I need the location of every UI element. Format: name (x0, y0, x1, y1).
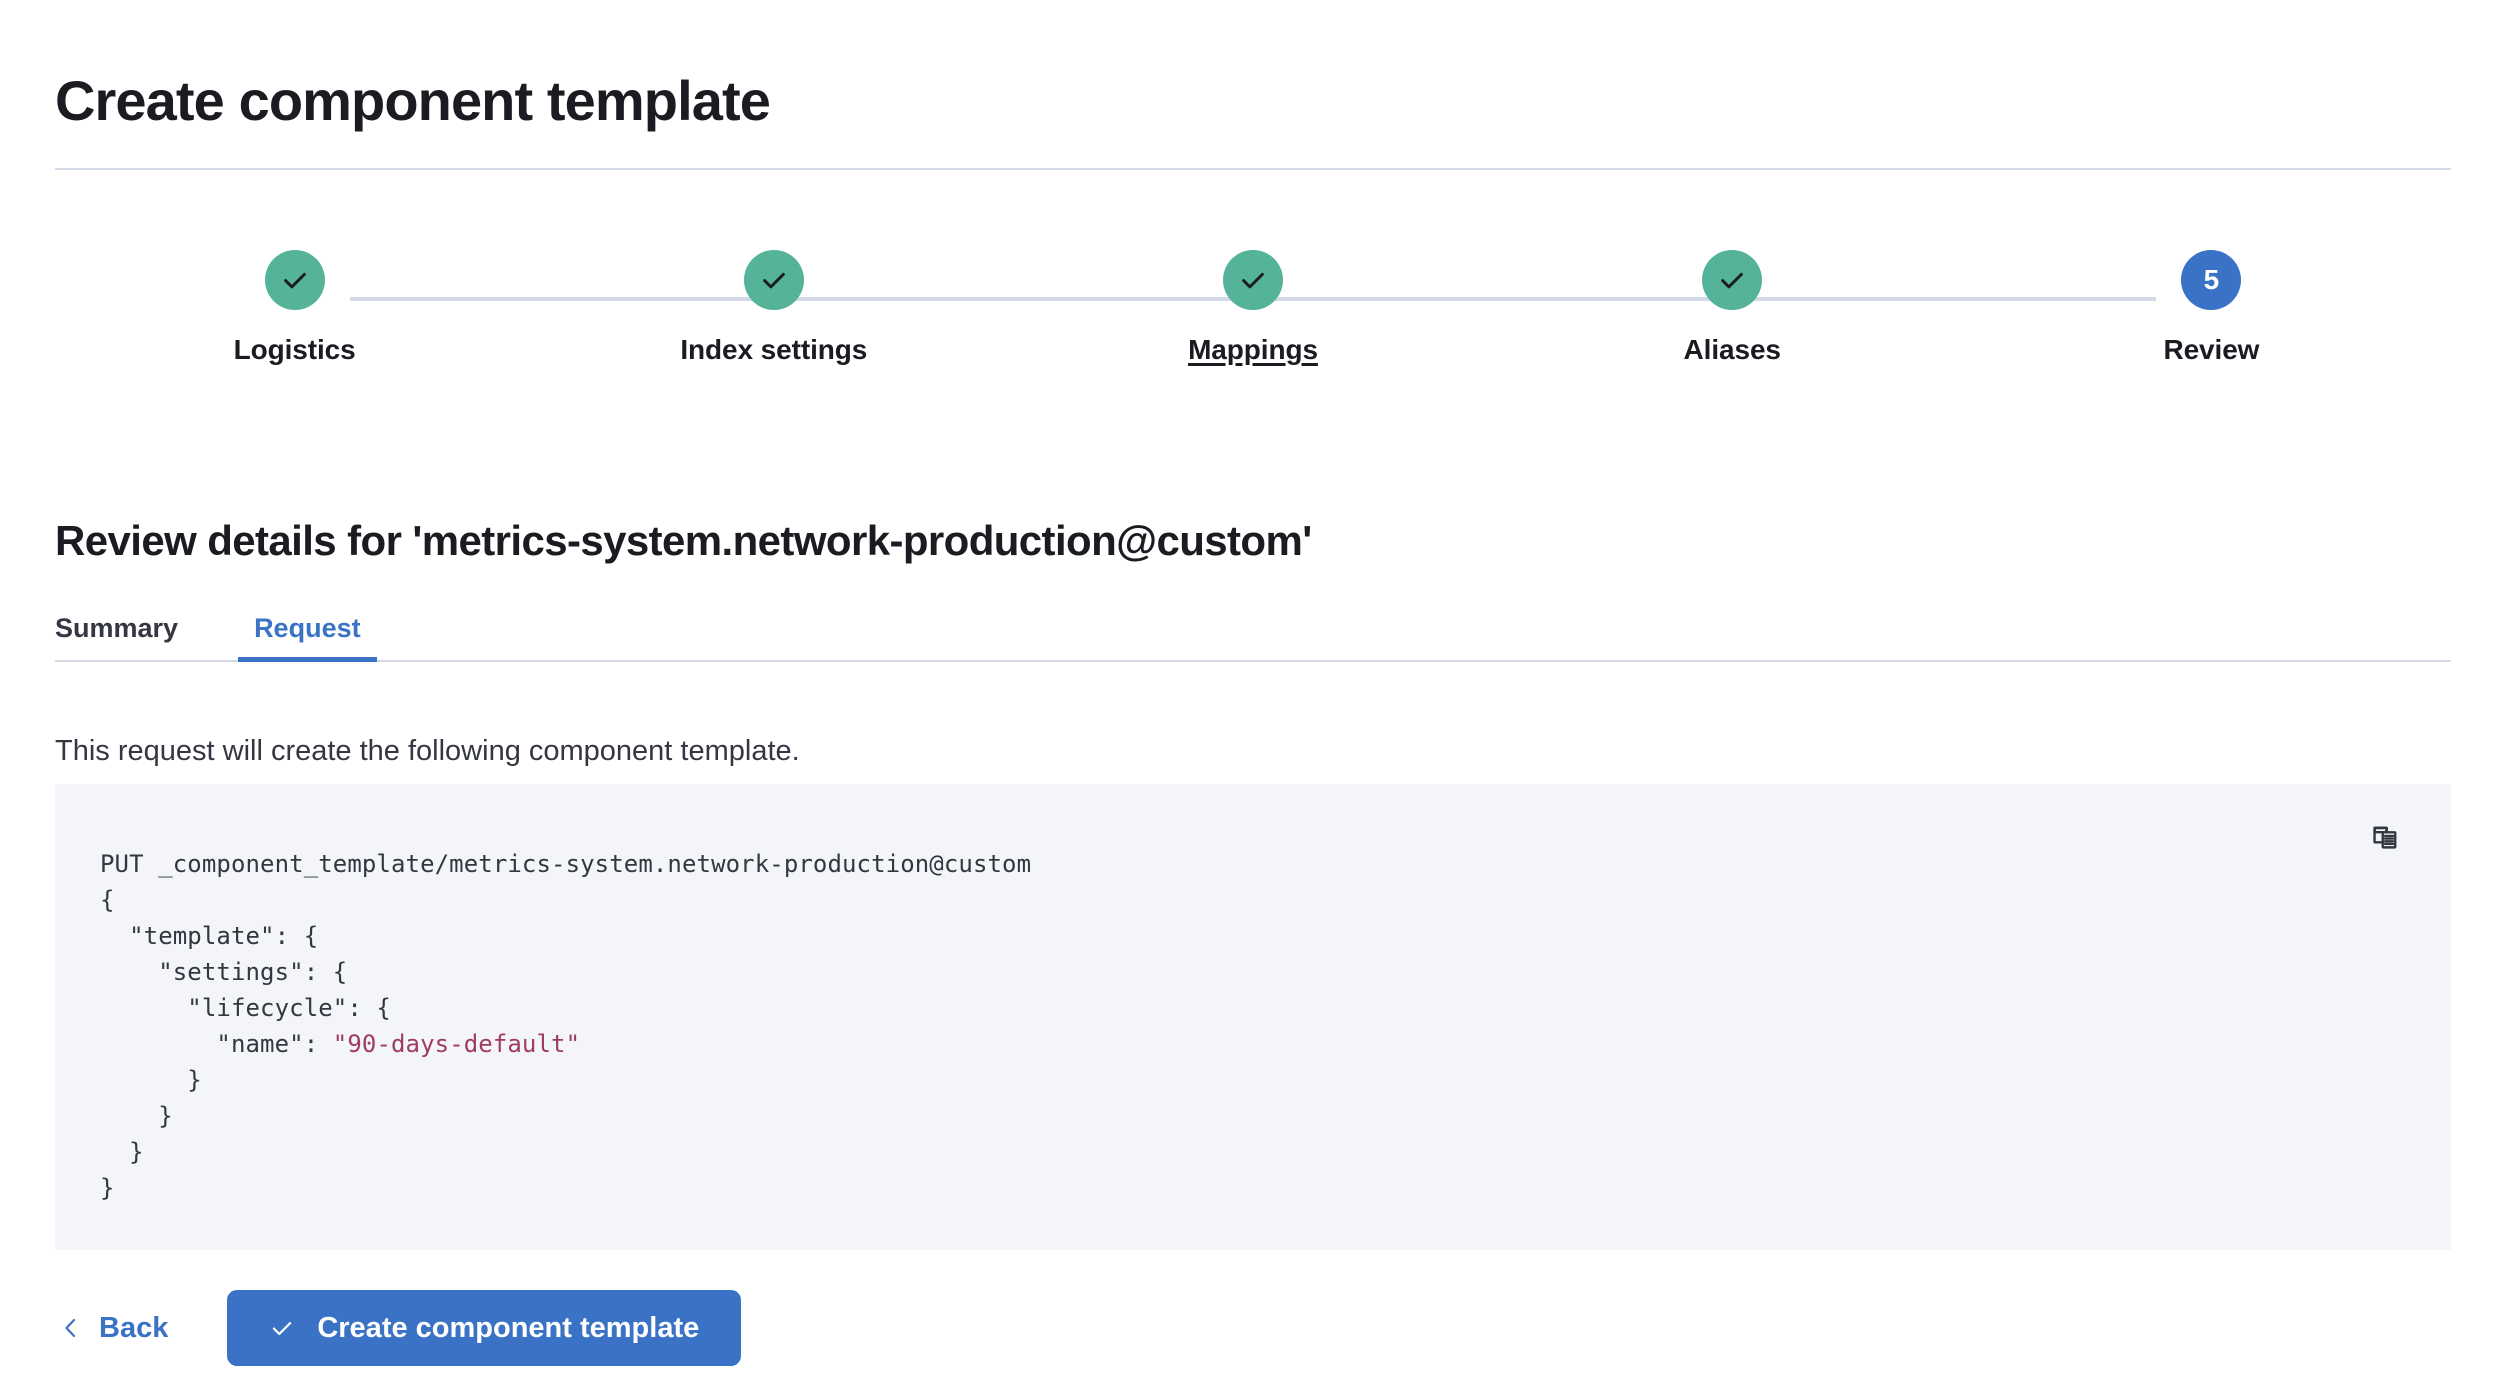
request-code-block: PUT _component_template/metrics-system.n… (100, 846, 1031, 1206)
code-line: } (100, 1102, 173, 1130)
code-line: } (100, 1138, 144, 1166)
stepper-step-label: Mappings (1188, 334, 1318, 365)
tab-list: Summary Request (55, 613, 393, 662)
check-icon (283, 272, 306, 289)
create-component-template-button[interactable]: Create component template (227, 1290, 742, 1366)
stepper-step-aliases[interactable]: Aliases (1493, 250, 1972, 366)
stepper-steps: Logistics Index settings Mappings Aliase… (55, 250, 2451, 366)
stepper-step-mappings[interactable]: Mappings (1013, 250, 1492, 366)
step-indicator-current: 5 (2181, 250, 2242, 310)
step-indicator-complete (743, 250, 804, 310)
copy-icon-glyph (2373, 826, 2397, 849)
stepper-step-review[interactable]: 5 Review (1972, 250, 2451, 366)
step-indicator-complete (1223, 250, 1283, 310)
code-line: { (100, 886, 115, 914)
back-button-label: Back (99, 1311, 169, 1344)
step-number: 5 (2203, 264, 2220, 295)
check-icon (762, 272, 785, 289)
header-divider (55, 168, 2451, 170)
footer-actions: Back Create component template (55, 1290, 742, 1366)
page-title: Create component template (55, 68, 771, 132)
tab-summary[interactable]: Summary (55, 613, 179, 643)
back-button[interactable]: Back (55, 1304, 172, 1353)
code-line: } (100, 1174, 115, 1202)
stepper-step-index-settings[interactable]: Index settings (534, 250, 1013, 366)
step-indicator-complete (1702, 250, 1763, 310)
code-method-line: PUT _component_template/metrics-system.n… (100, 850, 1032, 878)
check-icon (273, 1322, 292, 1336)
code-line: "lifecycle": { (100, 994, 391, 1022)
check-icon (1721, 272, 1744, 289)
stepper-step-label: Aliases (1683, 334, 1781, 365)
code-string-value: "90-days-default" (332, 1030, 581, 1058)
code-line: } (100, 1066, 202, 1094)
request-description: This request will create the following c… (55, 735, 800, 767)
stepper-step-logistics[interactable]: Logistics (55, 250, 534, 366)
stepper-step-label: Logistics (233, 334, 356, 365)
copy-clipboard-icon[interactable] (2363, 816, 2411, 864)
stepper-step-label: Review (2163, 334, 2260, 365)
code-line: "name": (100, 1030, 333, 1058)
check-icon (1242, 272, 1264, 289)
request-code-panel: PUT _component_template/metrics-system.n… (55, 784, 2451, 1250)
wizard-stepper: Logistics Index settings Mappings Aliase… (55, 250, 2451, 390)
create-component-template-button-label: Create component template (317, 1311, 700, 1344)
step-indicator-complete (264, 250, 325, 310)
review-section-title: Review details for 'metrics-system.netwo… (55, 516, 1312, 564)
code-line: "template": { (100, 922, 319, 950)
code-line: "settings": { (100, 958, 348, 986)
tabs-bottom-border (55, 660, 2451, 662)
tab-request[interactable]: Request (222, 613, 393, 662)
stepper-step-label: Index settings (680, 334, 868, 365)
chevron-left-icon (65, 1318, 76, 1338)
review-tabs: Summary Request (55, 600, 2451, 662)
